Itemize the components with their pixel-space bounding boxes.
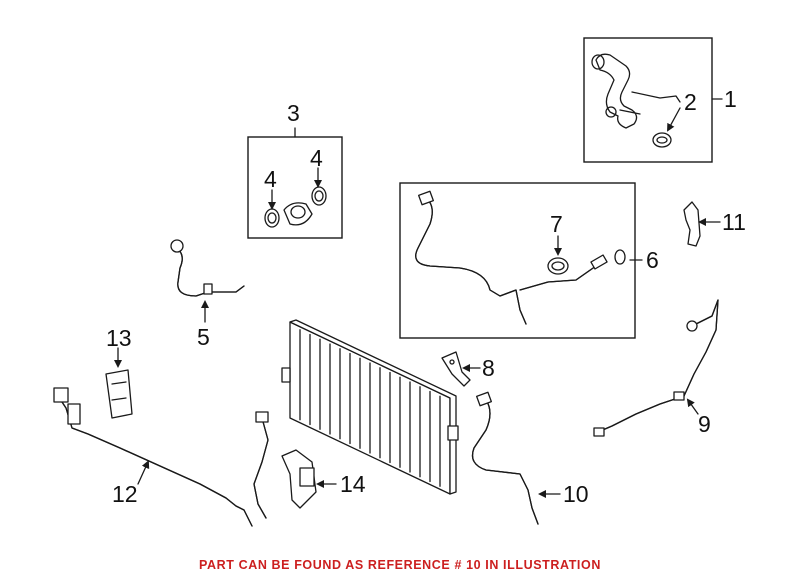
part-1-box <box>583 37 713 163</box>
part-8-bracket <box>441 351 481 387</box>
callout-7: 7 <box>550 211 563 237</box>
part-1-hose-assembly <box>583 37 713 163</box>
callout-5: 5 <box>197 324 210 350</box>
coupler <box>283 202 313 226</box>
part-13-bracket <box>105 347 133 419</box>
part-2-clamp <box>652 107 681 148</box>
callout-2: 2 <box>684 89 697 115</box>
callout-10: 10 <box>563 481 589 507</box>
tank-neck <box>595 53 638 129</box>
callout-4b: 4 <box>310 145 323 171</box>
part-11-elbow <box>683 201 721 247</box>
part-12-line <box>53 387 269 527</box>
part-6-hose <box>399 182 643 339</box>
part-3-kit <box>247 127 343 239</box>
reference-caption: PART CAN BE FOUND AS REFERENCE # 10 IN I… <box>199 558 601 572</box>
clamp-right <box>311 186 327 206</box>
clamp-left <box>264 208 280 228</box>
callout-12: 12 <box>112 481 138 507</box>
part-10-hose <box>471 391 561 525</box>
callout-11: 11 <box>722 209 746 235</box>
callout-6: 6 <box>646 247 659 273</box>
part-5-pipe <box>170 239 245 323</box>
callout-9: 9 <box>698 411 711 437</box>
callout-8: 8 <box>482 355 495 381</box>
callout-13: 13 <box>106 325 132 351</box>
callout-3: 3 <box>287 100 300 126</box>
part-7-clamp <box>547 257 569 275</box>
callout-14: 14 <box>340 471 366 497</box>
part-14-bracket <box>281 449 337 509</box>
part-9-pipe <box>593 299 719 437</box>
radiator <box>281 319 459 495</box>
callout-1: 1 <box>724 86 737 112</box>
callout-4a: 4 <box>264 166 277 192</box>
